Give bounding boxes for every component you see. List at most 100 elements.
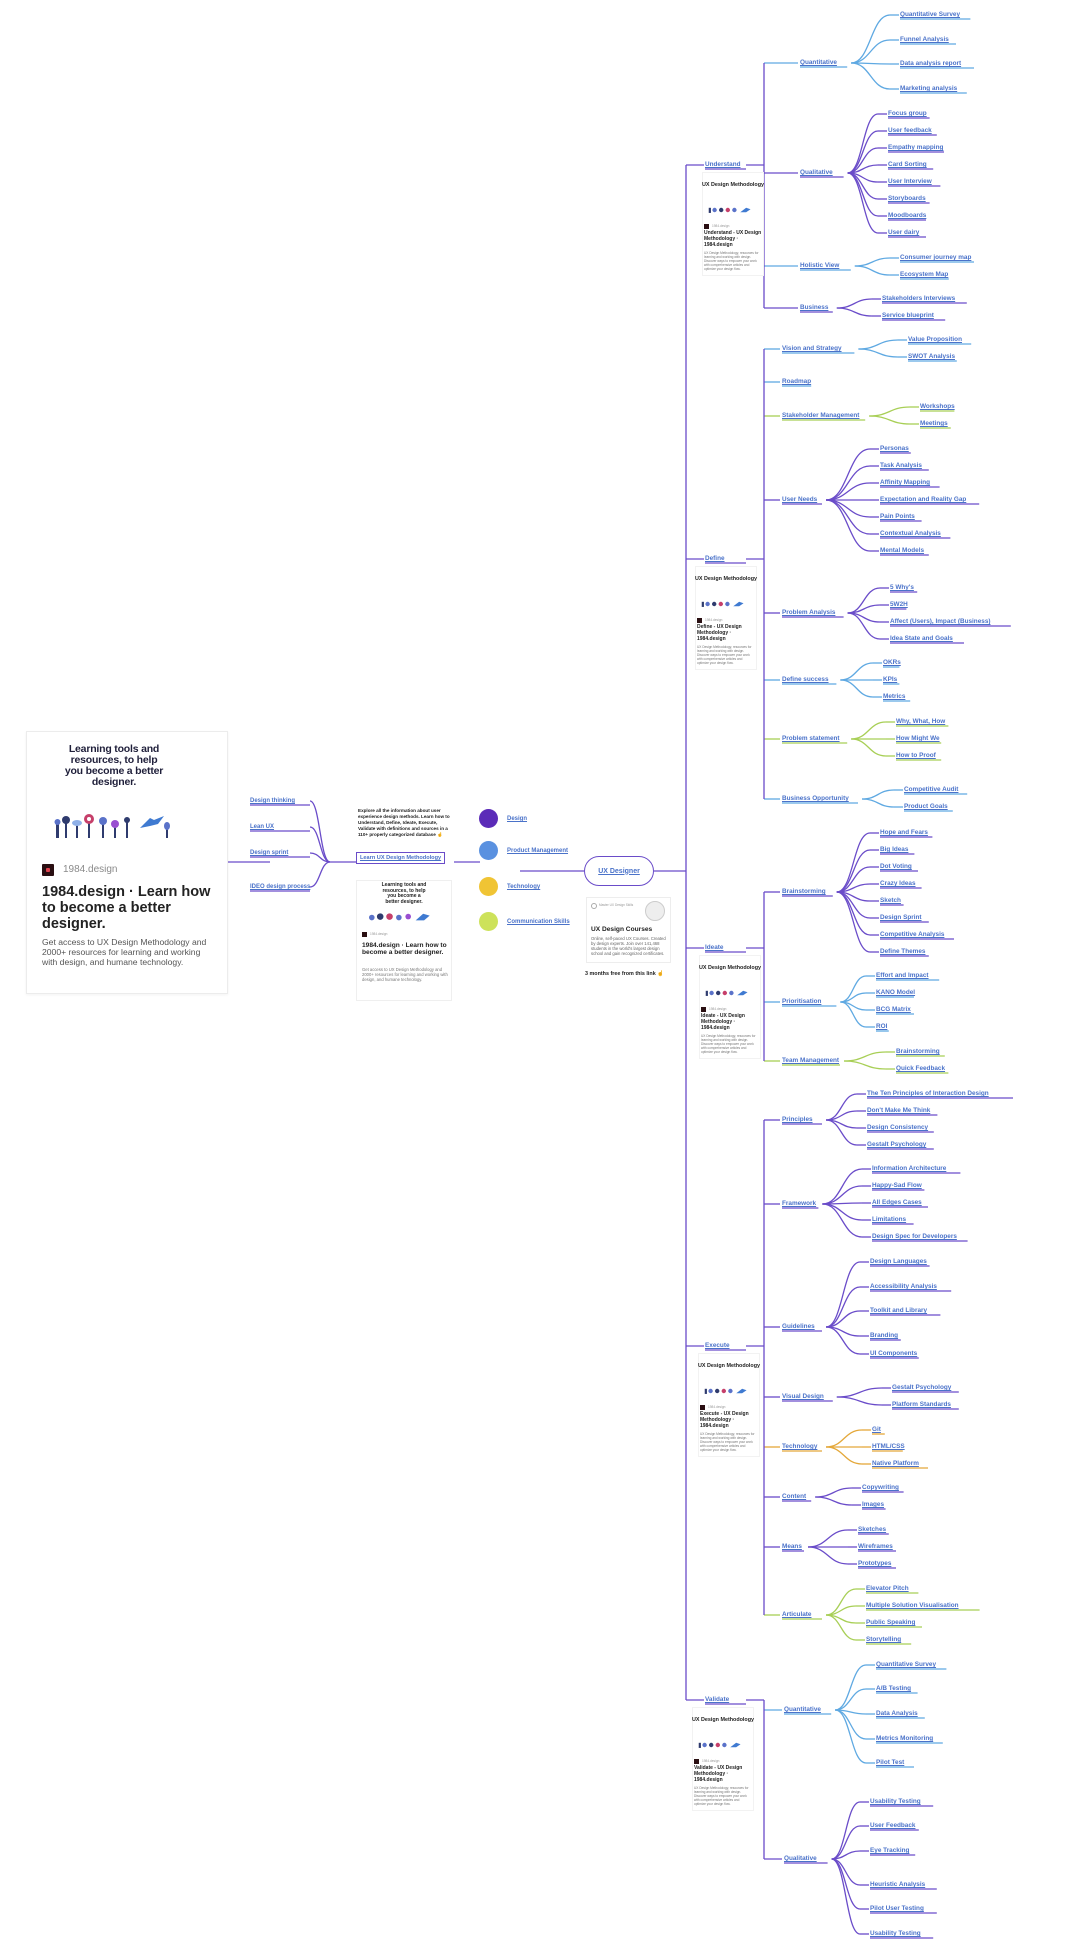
topic-product-management[interactable]: Product Management bbox=[507, 848, 569, 854]
site-preview-card[interactable] bbox=[26, 731, 228, 994]
group-define-define-success[interactable]: Define success bbox=[782, 676, 829, 683]
leaf-ideate-dot-voting[interactable]: Dot Voting bbox=[880, 863, 912, 870]
leaf-understand-consumer-journey-map[interactable]: Consumer journey map bbox=[900, 254, 972, 261]
group-understand-business[interactable]: Business bbox=[800, 304, 829, 311]
leaf-ideate-sketch[interactable]: Sketch bbox=[880, 897, 901, 904]
group-execute-technology[interactable]: Technology bbox=[782, 1443, 818, 1450]
leaf-define-metrics[interactable]: Metrics bbox=[883, 693, 906, 700]
leaf-define-value-proposition[interactable]: Value Proposition bbox=[908, 336, 962, 343]
phase-define[interactable]: Define bbox=[705, 555, 725, 562]
leaf-understand-funnel-analysis[interactable]: Funnel Analysis bbox=[900, 36, 949, 43]
leaf-validate-usability-testing[interactable]: Usability Testing bbox=[870, 1798, 921, 1805]
leaf-execute-copywriting[interactable]: Copywriting bbox=[862, 1484, 899, 1491]
leaf-define-why-what-how[interactable]: Why, What, How bbox=[896, 718, 946, 725]
group-execute-guidelines[interactable]: Guidelines bbox=[782, 1323, 815, 1330]
leaf-ideate-crazy-ideas[interactable]: Crazy Ideas bbox=[880, 880, 916, 887]
leaf-understand-focus-group[interactable]: Focus group bbox=[888, 110, 927, 117]
leaf-define-meetings[interactable]: Meetings bbox=[920, 420, 948, 427]
leaf-execute-elevator-pitch[interactable]: Elevator Pitch bbox=[866, 1585, 909, 1592]
link-design-thinking[interactable]: Design thinking bbox=[250, 798, 295, 804]
leaf-ideate-kano-model[interactable]: KANO Model bbox=[876, 989, 916, 996]
leaf-validate-pilot-user-testing[interactable]: Pilot User Testing bbox=[870, 1905, 924, 1912]
leaf-understand-user-feedback[interactable]: User feedback bbox=[888, 127, 932, 134]
leaf-understand-service-blueprint[interactable]: Service blueprint bbox=[882, 312, 934, 319]
phase-card-validate[interactable] bbox=[692, 1707, 754, 1811]
leaf-define-okrs[interactable]: OKRs bbox=[883, 659, 901, 666]
leaf-define-affinity-mapping[interactable]: Affinity Mapping bbox=[880, 479, 931, 486]
leaf-validate-metrics-monitoring[interactable]: Metrics Monitoring bbox=[876, 1735, 934, 1742]
leaf-validate-a-b-testing[interactable]: A/B Testing bbox=[876, 1685, 912, 1692]
leaf-execute-design-spec-for-developers[interactable]: Design Spec for Developers bbox=[872, 1233, 957, 1240]
group-validate-quantitative[interactable]: Quantitative bbox=[784, 1706, 821, 1713]
phase-validate[interactable]: Validate bbox=[705, 1696, 730, 1703]
leaf-execute-html-css[interactable]: HTML/CSS bbox=[872, 1443, 905, 1450]
group-ideate-prioritisation[interactable]: Prioritisation bbox=[782, 998, 822, 1005]
group-define-user-needs[interactable]: User Needs bbox=[782, 496, 818, 503]
phase-understand[interactable]: Understand bbox=[705, 161, 741, 168]
leaf-validate-heuristic-analysis[interactable]: Heuristic Analysis bbox=[870, 1881, 926, 1888]
leaf-define-mental-models[interactable]: Mental Models bbox=[880, 547, 925, 554]
group-understand-quantitative[interactable]: Quantitative bbox=[800, 59, 837, 66]
group-define-problem-analysis[interactable]: Problem Analysis bbox=[782, 609, 836, 616]
group-validate-qualitative[interactable]: Qualitative bbox=[784, 1855, 817, 1862]
leaf-ideate-brainstorming[interactable]: Brainstorming bbox=[896, 1048, 940, 1055]
group-define-vision-and-strategy[interactable]: Vision and Strategy bbox=[782, 345, 842, 352]
leaf-execute-platform-standards[interactable]: Platform Standards bbox=[892, 1401, 951, 1408]
leaf-ideate-define-themes[interactable]: Define Themes bbox=[880, 948, 926, 955]
phase-card-define[interactable] bbox=[695, 566, 757, 670]
leaf-execute-all-edges-cases[interactable]: All Edges Cases bbox=[872, 1199, 922, 1206]
leaf-execute-prototypes[interactable]: Prototypes bbox=[858, 1560, 892, 1567]
leaf-execute-images[interactable]: Images bbox=[862, 1501, 885, 1508]
phase-card-understand[interactable] bbox=[702, 172, 764, 276]
leaf-define-idea-state-and-goals[interactable]: Idea State and Goals bbox=[890, 635, 953, 642]
leaf-validate-data-analysis[interactable]: Data Analysis bbox=[876, 1710, 918, 1717]
leaf-execute-ui-components[interactable]: UI Components bbox=[870, 1350, 918, 1357]
leaf-execute-don-t-make-me-think[interactable]: Don't Make Me Think bbox=[867, 1107, 931, 1114]
leaf-define-contextual-analysis[interactable]: Contextual Analysis bbox=[880, 530, 941, 537]
leaf-define-5w2h[interactable]: 5W2H bbox=[890, 601, 908, 608]
leaf-ideate-bcg-matrix[interactable]: BCG Matrix bbox=[876, 1006, 911, 1013]
topic-design[interactable]: Design bbox=[507, 816, 528, 822]
leaf-ideate-hope-and-fears[interactable]: Hope and Fears bbox=[880, 829, 928, 836]
leaf-validate-user-feedback[interactable]: User Feedback bbox=[870, 1822, 916, 1829]
group-execute-means[interactable]: Means bbox=[782, 1543, 802, 1550]
leaf-execute-sketches[interactable]: Sketches bbox=[858, 1526, 887, 1533]
phase-ideate[interactable]: Ideate bbox=[705, 944, 724, 951]
leaf-execute-design-consistency[interactable]: Design Consistency bbox=[867, 1124, 929, 1131]
leaf-understand-card-sorting[interactable]: Card Sorting bbox=[888, 161, 927, 168]
leaf-define-affect-users-impact-business[interactable]: Affect (Users), Impact (Business) bbox=[890, 618, 991, 625]
leaf-define-5-why-s[interactable]: 5 Why's bbox=[890, 584, 914, 591]
group-execute-content[interactable]: Content bbox=[782, 1493, 807, 1500]
leaf-execute-limitations[interactable]: Limitations bbox=[872, 1216, 907, 1223]
leaf-execute-wireframes[interactable]: Wireframes bbox=[858, 1543, 893, 1550]
leaf-understand-data-analysis-report[interactable]: Data analysis report bbox=[900, 60, 962, 67]
site-preview-card-small[interactable] bbox=[356, 880, 452, 1001]
leaf-ideate-effort-and-impact[interactable]: Effort and Impact bbox=[876, 972, 929, 979]
leaf-execute-gestalt-psychology[interactable]: Gestalt Psychology bbox=[867, 1141, 927, 1148]
leaf-execute-gestalt-psychology[interactable]: Gestalt Psychology bbox=[892, 1384, 952, 1391]
leaf-define-personas[interactable]: Personas bbox=[880, 445, 909, 452]
leaf-execute-multiple-solution-visualisation[interactable]: Multiple Solution Visualisation bbox=[866, 1602, 959, 1609]
leaf-execute-the-ten-principles-of-interaction-design[interactable]: The Ten Principles of Interaction Design bbox=[867, 1090, 989, 1097]
leaf-execute-public-speaking[interactable]: Public Speaking bbox=[866, 1619, 916, 1626]
leaf-execute-accessibility-analysis[interactable]: Accessibility Analysis bbox=[870, 1283, 937, 1290]
group-define-stakeholder-management[interactable]: Stakeholder Management bbox=[782, 412, 860, 419]
group-ideate-team-management[interactable]: Team Management bbox=[782, 1057, 840, 1064]
group-define-business-opportunity[interactable]: Business Opportunity bbox=[782, 795, 849, 802]
leaf-understand-moodboards[interactable]: Moodboards bbox=[888, 212, 927, 219]
topic-technology[interactable]: Technology bbox=[507, 884, 541, 890]
leaf-define-pain-points[interactable]: Pain Points bbox=[880, 513, 915, 520]
phase-execute[interactable]: Execute bbox=[705, 1342, 730, 1349]
leaf-execute-native-platform[interactable]: Native Platform bbox=[872, 1460, 919, 1467]
leaf-execute-toolkit-and-library[interactable]: Toolkit and Library bbox=[870, 1307, 928, 1314]
group-ideate-brainstorming[interactable]: Brainstorming bbox=[782, 888, 826, 895]
link-design-sprint[interactable]: Design sprint bbox=[250, 850, 289, 856]
leaf-define-swot-analysis[interactable]: SWOT Analysis bbox=[908, 353, 955, 360]
group-define-roadmap[interactable]: Roadmap bbox=[782, 378, 812, 385]
leaf-define-how-might-we[interactable]: How Might We bbox=[896, 735, 940, 742]
leaf-understand-ecosystem-map[interactable]: Ecosystem Map bbox=[900, 271, 949, 278]
leaf-ideate-big-ideas[interactable]: Big Ideas bbox=[880, 846, 909, 853]
leaf-execute-git[interactable]: Git bbox=[872, 1426, 881, 1433]
group-understand-qualitative[interactable]: Qualitative bbox=[800, 169, 833, 176]
leaf-define-kpis[interactable]: KPIs bbox=[883, 676, 898, 683]
